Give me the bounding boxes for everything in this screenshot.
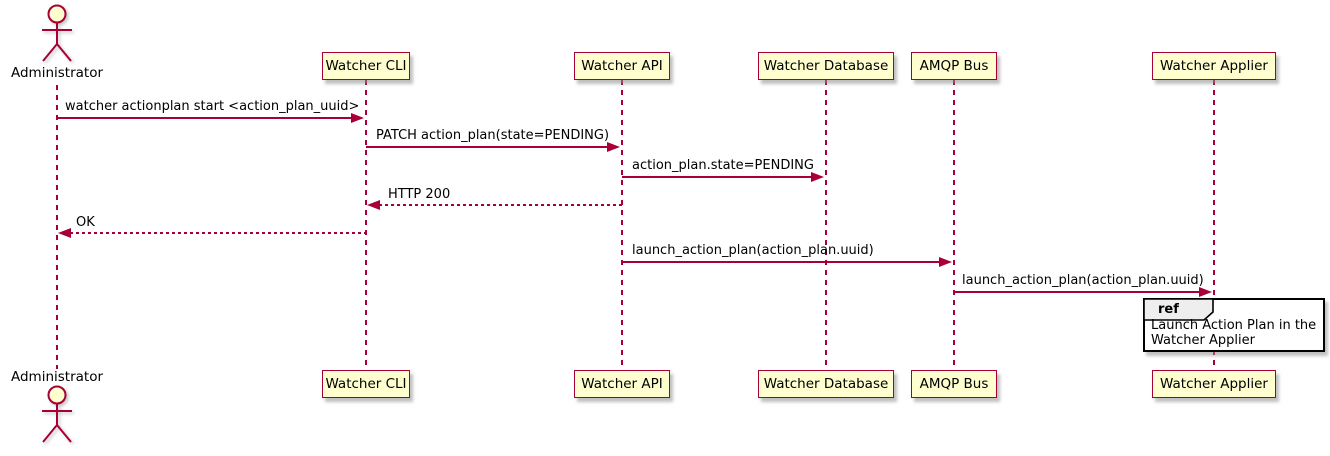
participant-amqp-bus-top: AMQP Bus [911, 52, 997, 80]
participant-watcher-cli-top: Watcher CLI [322, 52, 410, 80]
ref-text: Launch Action Plan in the Watcher Applie… [1151, 318, 1317, 348]
message-label-patch-action-plan: PATCH action_plan(state=PENDING) [376, 128, 610, 143]
administrator-actor-icon [42, 4, 72, 62]
ref-keyword: ref [1158, 302, 1179, 317]
message-line [622, 176, 812, 178]
arrowhead-right-icon [1199, 287, 1212, 297]
participant-watcher-database-bottom: Watcher Database [758, 370, 894, 398]
arrowhead-left-icon [367, 200, 380, 210]
actor-label-administrator-bottom: Administrator [10, 369, 104, 385]
message-line [70, 232, 366, 234]
ref-header-pentagon-icon [1143, 298, 1214, 321]
arrowhead-left-icon [58, 228, 71, 238]
message-line [57, 117, 351, 119]
participant-label: Watcher CLI [325, 376, 407, 392]
participant-label: AMQP Bus [919, 376, 989, 392]
ref-text-line-1: Launch Action Plan in the [1151, 318, 1317, 333]
lifeline-watcher-cli [365, 80, 367, 370]
participant-label: Watcher API [581, 376, 663, 392]
message-line [622, 261, 940, 263]
participant-watcher-api-top: Watcher API [574, 52, 670, 80]
participant-label: Watcher Applier [1160, 58, 1268, 74]
participant-label: AMQP Bus [919, 58, 989, 74]
message-label-start-actionplan: watcher actionplan start <action_plan_uu… [65, 99, 360, 114]
ref-fragment: ref Launch Action Plan in the Watcher Ap… [1143, 298, 1325, 352]
message-line [379, 204, 622, 206]
participant-label: Watcher Applier [1160, 376, 1268, 392]
lifeline-watcher-database [825, 80, 827, 370]
arrowhead-right-icon [939, 257, 952, 267]
message-label-launch-action-plan-api: launch_action_plan(action_plan.uuid) [632, 243, 874, 258]
message-line [366, 146, 608, 148]
actor-label-administrator-top: Administrator [10, 65, 104, 81]
participant-label: Watcher Database [763, 376, 889, 392]
lifeline-watcher-applier [1213, 80, 1215, 370]
message-label-ok: OK [76, 215, 95, 230]
participant-watcher-applier-bottom: Watcher Applier [1152, 370, 1276, 398]
message-label-state-pending: action_plan.state=PENDING [632, 158, 814, 173]
administrator-actor-icon-bottom [42, 385, 72, 443]
participant-label: Watcher API [581, 58, 663, 74]
participant-watcher-database-top: Watcher Database [758, 52, 894, 80]
arrowhead-right-icon [351, 113, 364, 123]
arrowhead-right-icon [607, 142, 620, 152]
participant-label: Watcher Database [763, 58, 889, 74]
lifeline-amqp-bus [953, 80, 955, 370]
lifeline-watcher-api [621, 80, 623, 370]
participant-watcher-api-bottom: Watcher API [574, 370, 670, 398]
message-label-launch-action-plan-amqp: launch_action_plan(action_plan.uuid) [962, 273, 1204, 288]
participant-label: Watcher CLI [325, 58, 407, 74]
lifeline-administrator [56, 85, 58, 369]
participant-watcher-cli-bottom: Watcher CLI [322, 370, 410, 398]
message-line [954, 291, 1200, 293]
participant-watcher-applier-top: Watcher Applier [1152, 52, 1276, 80]
arrowhead-right-icon [811, 172, 824, 182]
ref-text-line-2: Watcher Applier [1151, 332, 1255, 348]
message-label-http-200: HTTP 200 [388, 187, 451, 202]
participant-amqp-bus-bottom: AMQP Bus [911, 370, 997, 398]
